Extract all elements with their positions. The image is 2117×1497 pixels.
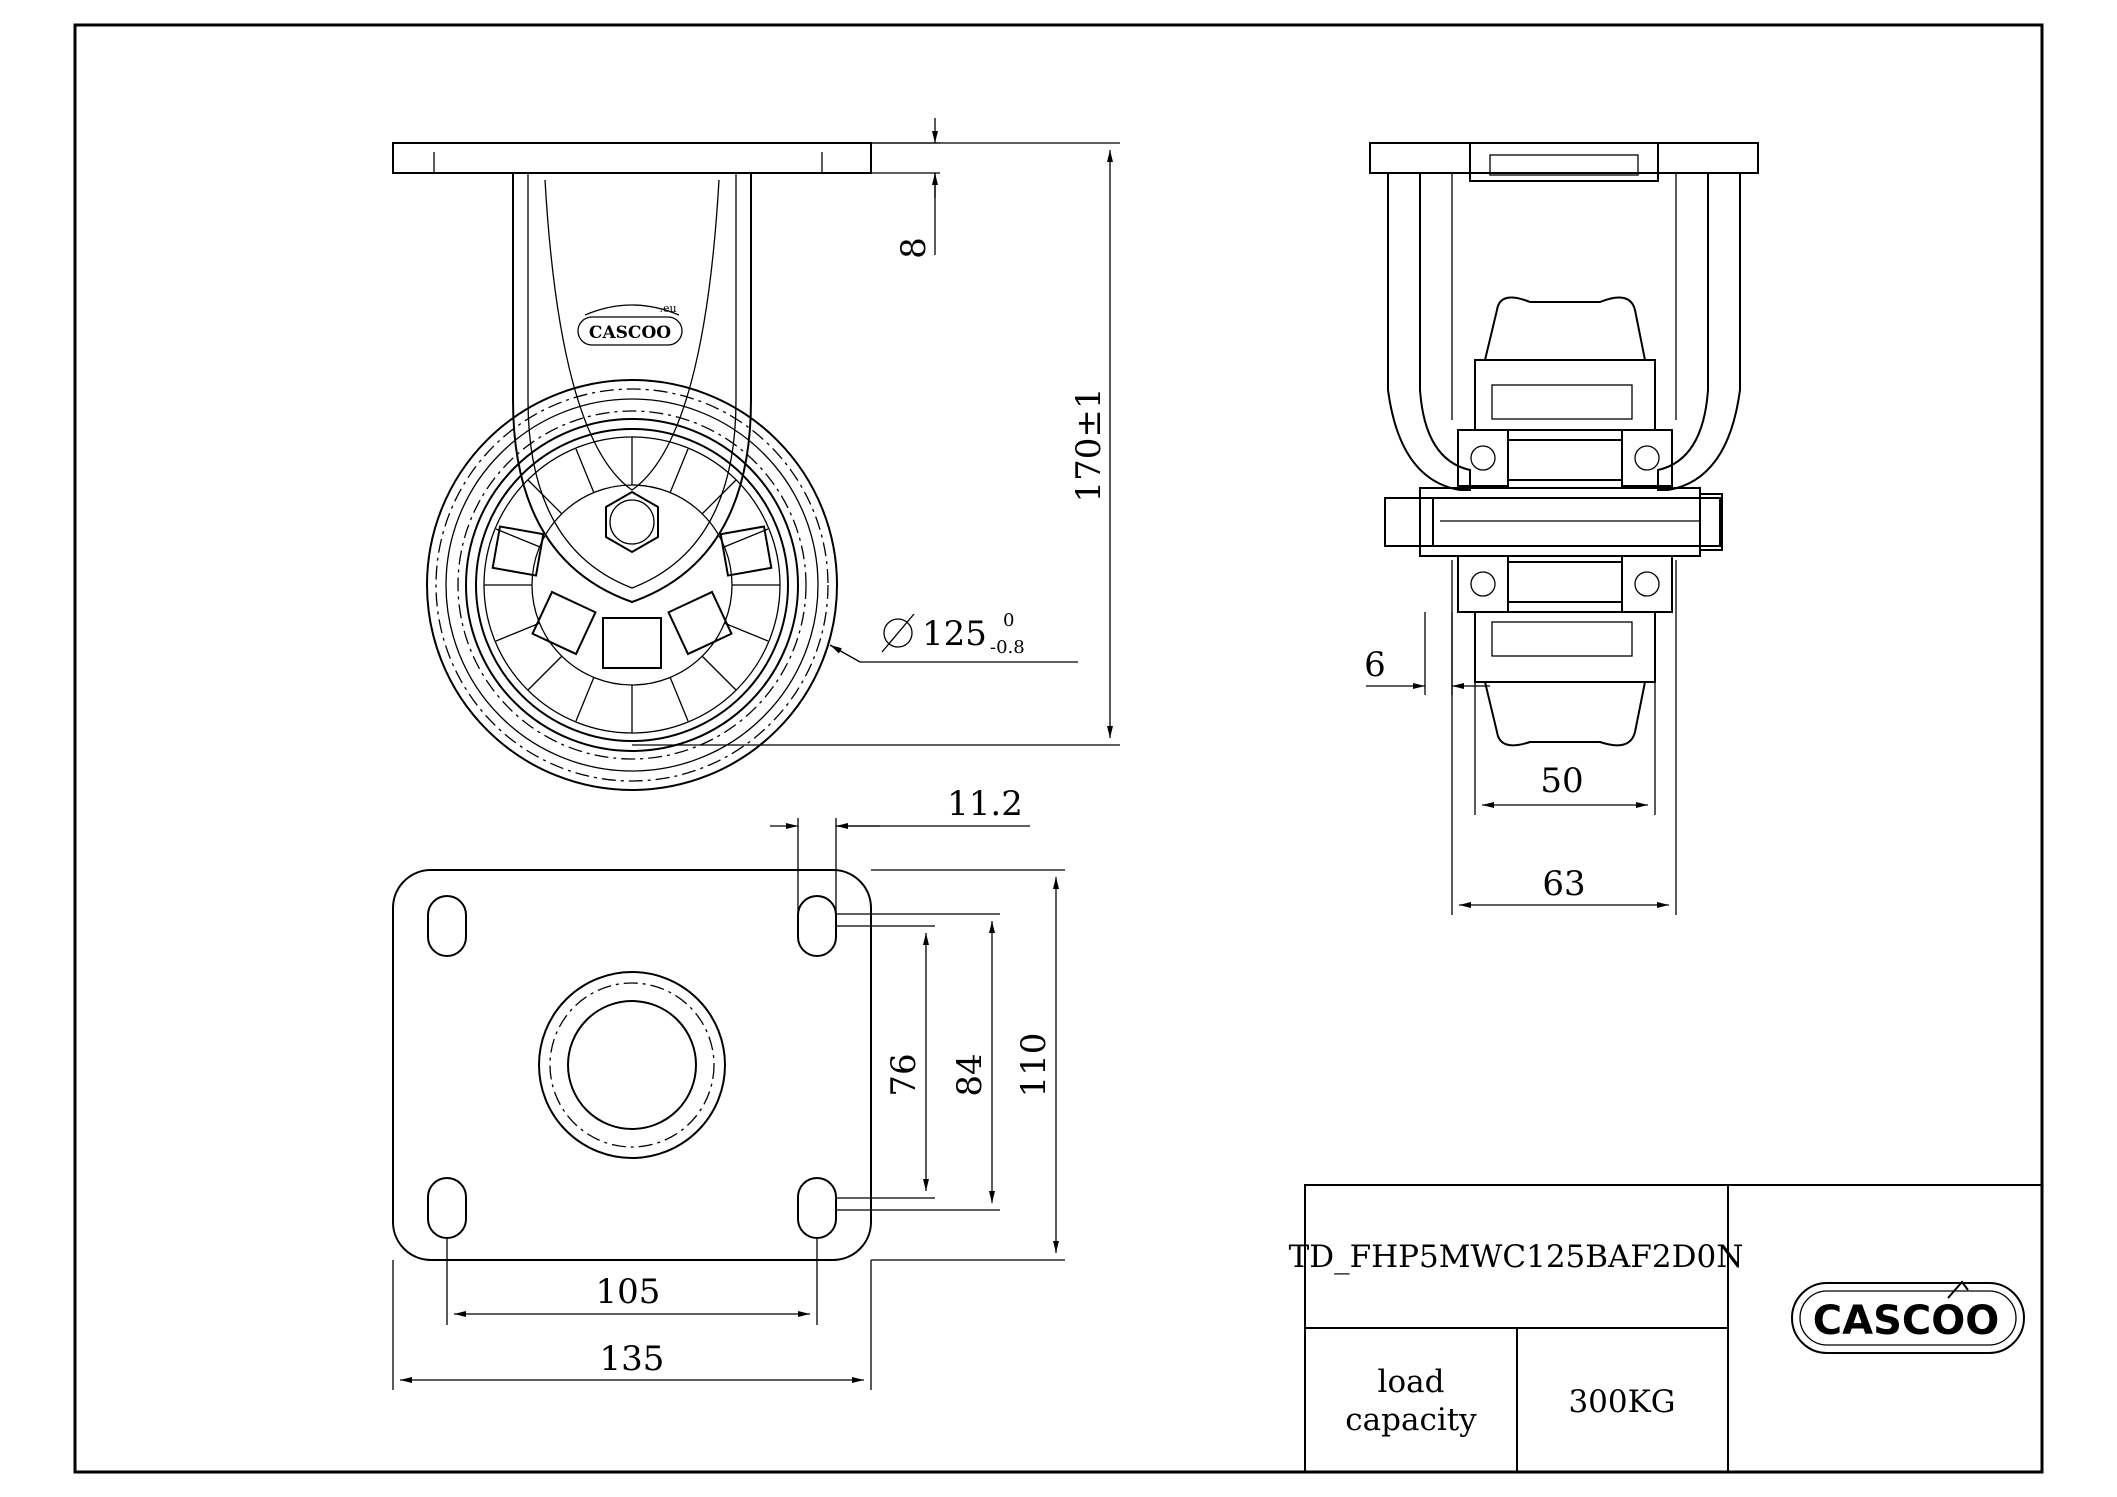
- front-view: CASCOO .eu 8 170±1 125 0 -0.8: [392, 118, 1120, 791]
- dim-wheel-width: 50: [1540, 761, 1583, 801]
- fork-logo-domain: .eu: [659, 302, 676, 315]
- dim-wheel-diameter: 125: [922, 614, 987, 654]
- dim-plate-thickness: 8: [894, 237, 934, 259]
- side-section-view: 6 50 63: [1364, 142, 1759, 915]
- drawing-border: [73, 23, 2044, 1474]
- dim-plate-length: 110: [1014, 1033, 1054, 1098]
- load-value: 300KG: [1568, 1384, 1675, 1420]
- dim-hole-spacing-105: 105: [596, 1272, 661, 1312]
- part-number: TD_FHP5MWC125BAF2D0N: [1289, 1239, 1744, 1275]
- dim-wheel-diameter-tol-lower: -0.8: [990, 637, 1025, 658]
- fork-logo-text: CASCOO: [589, 323, 671, 343]
- company-logo-text: CASCOO: [1813, 1298, 1999, 1344]
- dim-hole-spacing-76: 76: [884, 1053, 924, 1096]
- dim-hole-spacing-84: 84: [950, 1053, 990, 1096]
- plate-top-view: 11.2 76 84 110 105 135: [392, 784, 1065, 1390]
- dim-height: 170±1: [1069, 387, 1109, 502]
- load-label-line2: capacity: [1345, 1402, 1477, 1438]
- company-logo: CASCOO: [1791, 1280, 2025, 1354]
- dim-wheel-diameter-tol-upper: 0: [1003, 610, 1014, 631]
- fork-logo: CASCOO .eu: [577, 302, 683, 346]
- dim-hole-offset: 11.2: [947, 784, 1023, 824]
- dim-plate-width: 135: [600, 1339, 665, 1379]
- load-label-line1: load: [1378, 1364, 1445, 1400]
- dim-axle-offset: 6: [1364, 645, 1386, 685]
- title-block: TD_FHP5MWC125BAF2D0N load capacity 300KG…: [1289, 1184, 2043, 1473]
- dim-fork-width: 63: [1542, 864, 1585, 904]
